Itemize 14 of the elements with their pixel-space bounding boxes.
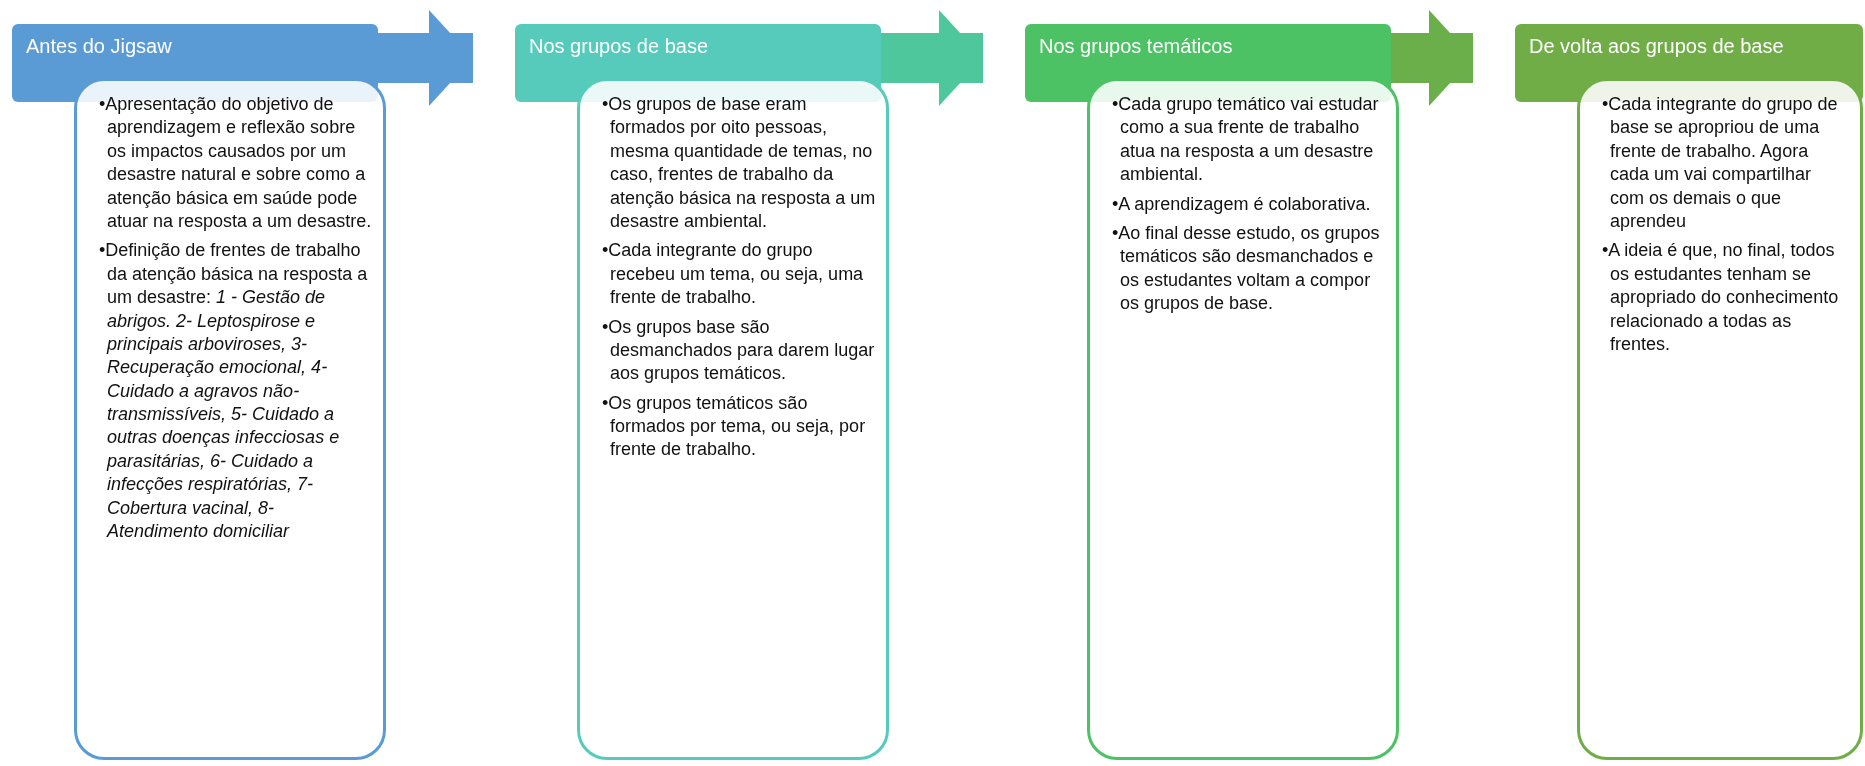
bullet-text: •Ao final desse estudo, os grupos temáticos são desmanchados e os estudantes voltam a compor os grupos de base.	[1112, 221, 1381, 316]
block-arrow	[881, 10, 983, 106]
text-panel	[1087, 78, 1399, 760]
text-panel	[1577, 78, 1863, 760]
text-panel	[577, 78, 889, 760]
bullet-text: •A ideia é que, no final, todos os estudantes tenham se apropriado do conhecimento relacionado a todas as frentes.	[1602, 239, 1840, 356]
bullet-text: •Os grupos base são desmanchados para darem lugar aos grupos temáticos.	[602, 315, 876, 386]
bullet-text: •Os grupos temáticos são formados por tema, ou seja, por frente de trabalho.	[602, 391, 867, 462]
bullet-text: •Cada integrante do grupo recebeu um tema, ou seja, uma frente de trabalho.	[602, 239, 865, 310]
block-arrow	[378, 10, 473, 106]
text-panel	[74, 78, 386, 760]
bullet-text: •A aprendizagem é colaborativa.	[1112, 192, 1372, 216]
bullet-text: •Definição de frentes de trabalho da atenção básica na resposta a um desastre: 1 - Gestão de abrigos. 2- Leptospirose e principais arboviroses, 3- Recuperação emocional, 4- Cuidado a agravos não-transmissíveis, 5- Cuidado a outras doenças infecciosas e parasitárias, 6- Cuidado a infecções respiratórias, 7-Cobertura vacinal, 8- Atendimento domiciliar	[99, 239, 369, 544]
block-arrow	[1391, 10, 1473, 106]
